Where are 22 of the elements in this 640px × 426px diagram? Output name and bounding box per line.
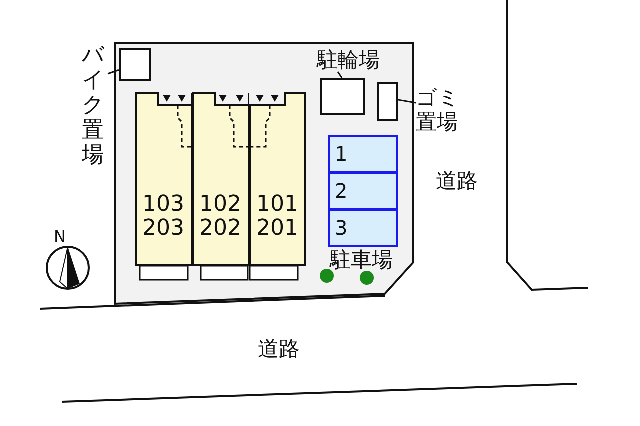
room-number: 101 — [256, 193, 300, 217]
leader-line — [337, 72, 343, 78]
parking-space: 2 — [328, 172, 398, 210]
bicycle-parking-box — [320, 78, 365, 115]
area-label: 駐車場 — [330, 248, 393, 272]
leader-line — [398, 99, 416, 104]
garbage-area-box — [377, 82, 398, 121]
room-number: 203 — [142, 217, 186, 241]
area-label: ゴミ置場 — [416, 86, 464, 136]
north-label: N — [54, 228, 66, 246]
bike-parking-box — [119, 48, 151, 81]
room-number: 102 — [198, 193, 242, 217]
parking-space: 1 — [328, 135, 398, 173]
area-label: 駐輪場 — [317, 48, 387, 72]
road-label: 道路 — [436, 169, 478, 193]
parking-space: 3 — [328, 209, 398, 247]
room-number: 103 — [142, 193, 186, 217]
room-number: 202 — [198, 217, 242, 241]
leader-line — [108, 69, 120, 75]
area-label: バイク置場 — [82, 43, 108, 167]
room-number: 201 — [256, 217, 300, 241]
road-label: 道路 — [258, 337, 300, 361]
